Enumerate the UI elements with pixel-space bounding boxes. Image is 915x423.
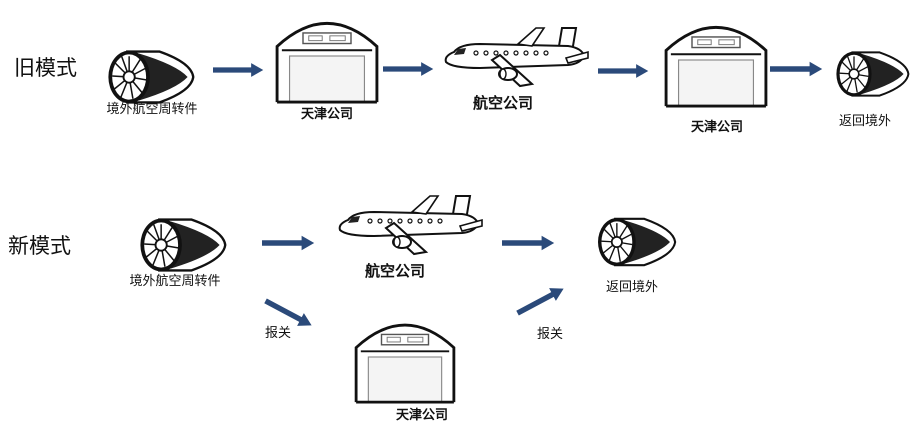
jet-engine-icon	[132, 212, 228, 278]
arrow-right-icon	[500, 234, 558, 252]
jet-engine-icon	[590, 212, 678, 272]
hangar-icon	[662, 12, 770, 108]
arrow-right-icon	[383, 60, 435, 78]
new-engine-start-caption: 境外航空周转件	[129, 274, 221, 289]
new-mode-label: 新模式	[8, 234, 71, 258]
old-hangar2-caption: 天津公司	[690, 120, 743, 135]
airplane-icon	[334, 190, 484, 270]
jet-engine-icon	[830, 46, 910, 102]
new-customs-left-label: 报关	[264, 326, 291, 341]
old-engine-end-caption: 返回境外	[838, 114, 891, 129]
arrow-right-icon	[770, 60, 824, 78]
old-plane-caption: 航空公司	[472, 94, 533, 112]
new-engine-end-caption: 返回境外	[605, 280, 658, 295]
new-hangar-caption: 天津公司	[395, 408, 448, 423]
old-engine-start-caption: 境外航空周转件	[106, 102, 198, 117]
old-mode-label: 旧模式	[14, 56, 77, 80]
hangar-icon	[272, 8, 382, 104]
arrow-right-icon	[510, 278, 573, 323]
new-customs-right-label: 报关	[536, 327, 563, 342]
new-plane-caption: 航空公司	[364, 262, 425, 280]
arrow-right-icon	[213, 61, 265, 79]
old-hangar1-caption: 天津公司	[300, 107, 353, 122]
arrow-right-icon	[598, 62, 650, 80]
hangar-icon	[342, 310, 468, 404]
airplane-icon	[440, 22, 590, 102]
arrow-right-icon	[260, 234, 318, 252]
